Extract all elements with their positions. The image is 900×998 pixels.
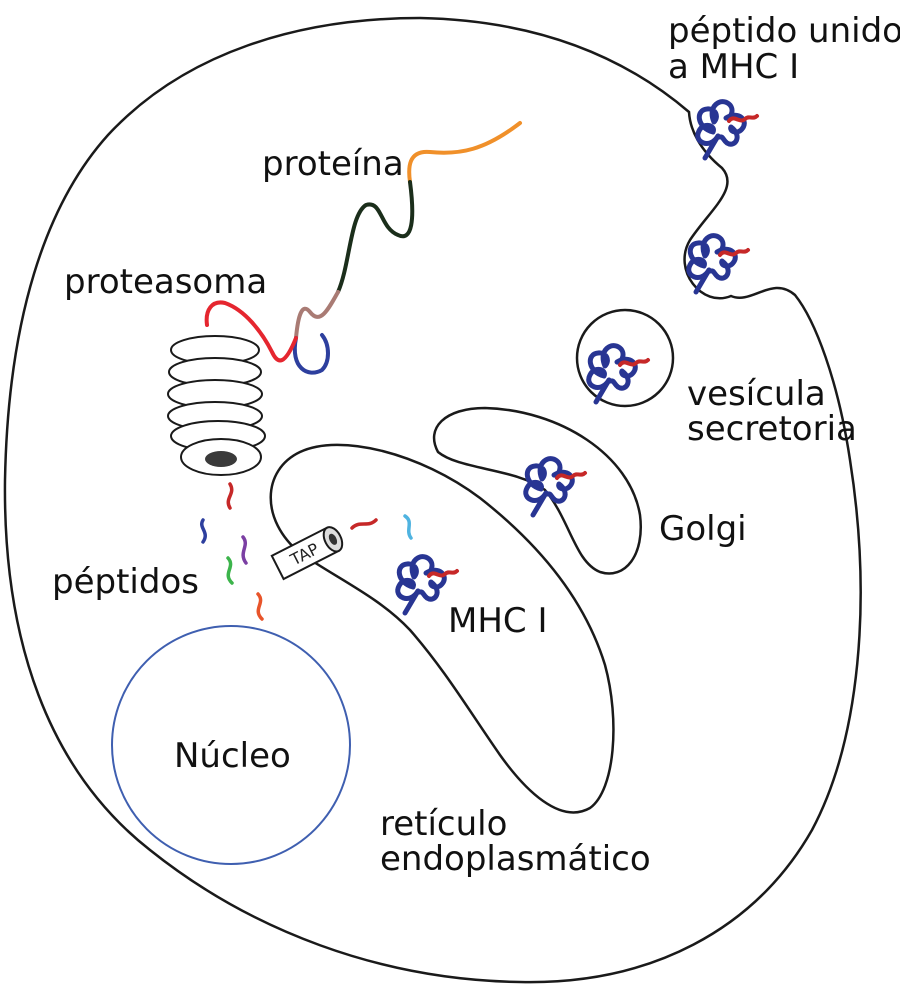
golgi-apparatus — [432, 406, 643, 575]
protein-label: proteína — [262, 144, 404, 184]
peptide-fragment-icon — [241, 535, 248, 565]
mhc-i-molecule-icon — [589, 346, 648, 402]
endoplasmic-reticulum — [269, 443, 615, 814]
nucleus-label: Núcleo — [174, 736, 291, 776]
peptide-fragment-icon — [200, 518, 207, 544]
peptide-fragment-icon — [226, 556, 234, 585]
er-label-line1: retículo — [380, 804, 507, 844]
bound-peptide-label-line2: a MHC I — [668, 47, 799, 87]
mhc-i-molecule-icon — [698, 102, 757, 158]
peptide-fragment-icon — [226, 482, 234, 510]
golgi-label: Golgi — [659, 509, 747, 549]
mhc-label: MHC I — [448, 601, 547, 641]
peptide-fragment-icon — [350, 518, 378, 530]
vesicle-label-line1: vesícula — [687, 374, 826, 414]
peptides-label: péptidos — [52, 562, 199, 602]
peptide-fragment-icon — [256, 592, 264, 621]
proteasome-icon — [167, 335, 266, 476]
nucleus — [111, 625, 351, 865]
protein-chain — [204, 121, 522, 375]
bound-peptide-label-line1: péptido unido — [668, 11, 900, 51]
er-label-line2: endoplasmático — [380, 839, 651, 879]
secretory-vesicle — [575, 308, 675, 408]
vesicle-label-line2: secretoria — [687, 409, 857, 449]
peptide-fragment-icon — [403, 514, 413, 540]
peptide-fragments — [200, 482, 413, 621]
mhc-i-molecule-icon — [689, 236, 748, 292]
proteasome-label: proteasoma — [64, 262, 267, 302]
cell-membrane — [3, 16, 862, 984]
